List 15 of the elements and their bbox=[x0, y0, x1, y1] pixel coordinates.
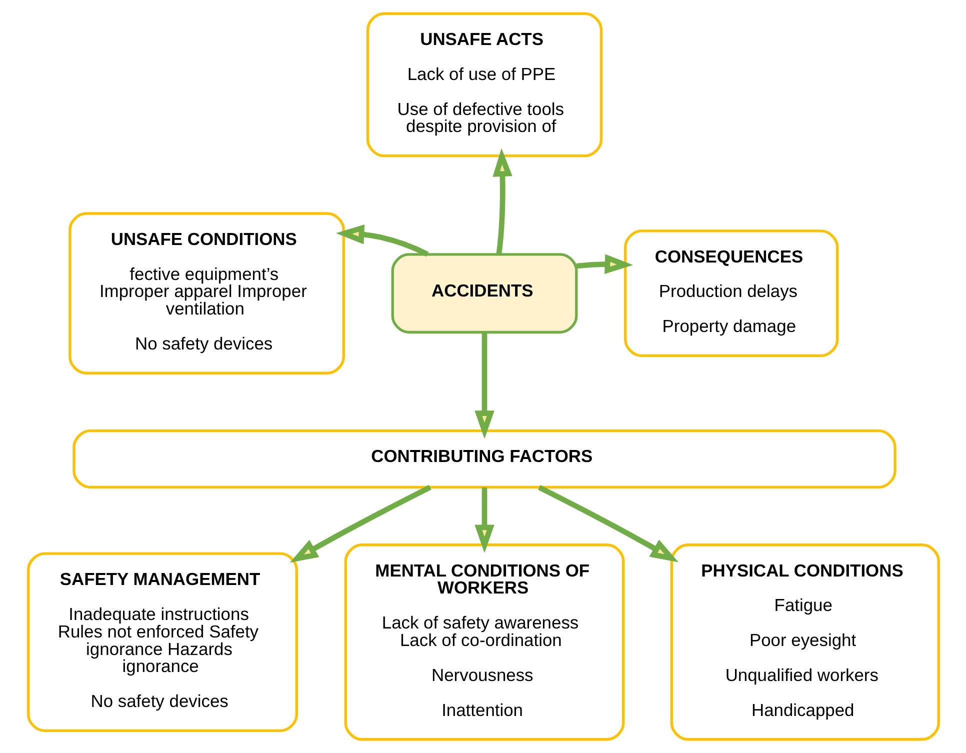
node-box: UNSAFE ACTS Lack of use of PPE Use of defective tools despite provision of bbox=[366, 12, 602, 158]
arrow bbox=[576, 254, 633, 274]
arrow bbox=[335, 224, 428, 257]
node-box: ACCIDENTS bbox=[390, 253, 578, 334]
node-box: CONSEQUENCES Production delays Property damage bbox=[624, 230, 838, 358]
arrow bbox=[538, 484, 678, 562]
node-box: UNSAFE CONDITIONS fective equipment’s Improper apparel Improper ventilation No safety devices bbox=[68, 212, 344, 374]
arrow bbox=[289, 484, 431, 563]
arrow bbox=[474, 332, 494, 439]
arrow bbox=[474, 487, 494, 553]
node-box: MENTAL CONDITIONS OF WORKERS Lack of safety awareness Lack of co-ordination Nervousness Inattention bbox=[344, 544, 624, 741]
node-box: PHYSICAL CONDITIONS Fatigue Poor eyesight Unqualified workers Handicapped bbox=[670, 544, 940, 741]
node-box: CONTRIBUTING FACTORS bbox=[72, 430, 896, 489]
node-box: SAFETY MANAGEMENT Inadequate instructions Rules not enforced Safety ignorance Hazards ignorance No safety devices bbox=[26, 552, 298, 732]
arrow bbox=[492, 148, 512, 255]
